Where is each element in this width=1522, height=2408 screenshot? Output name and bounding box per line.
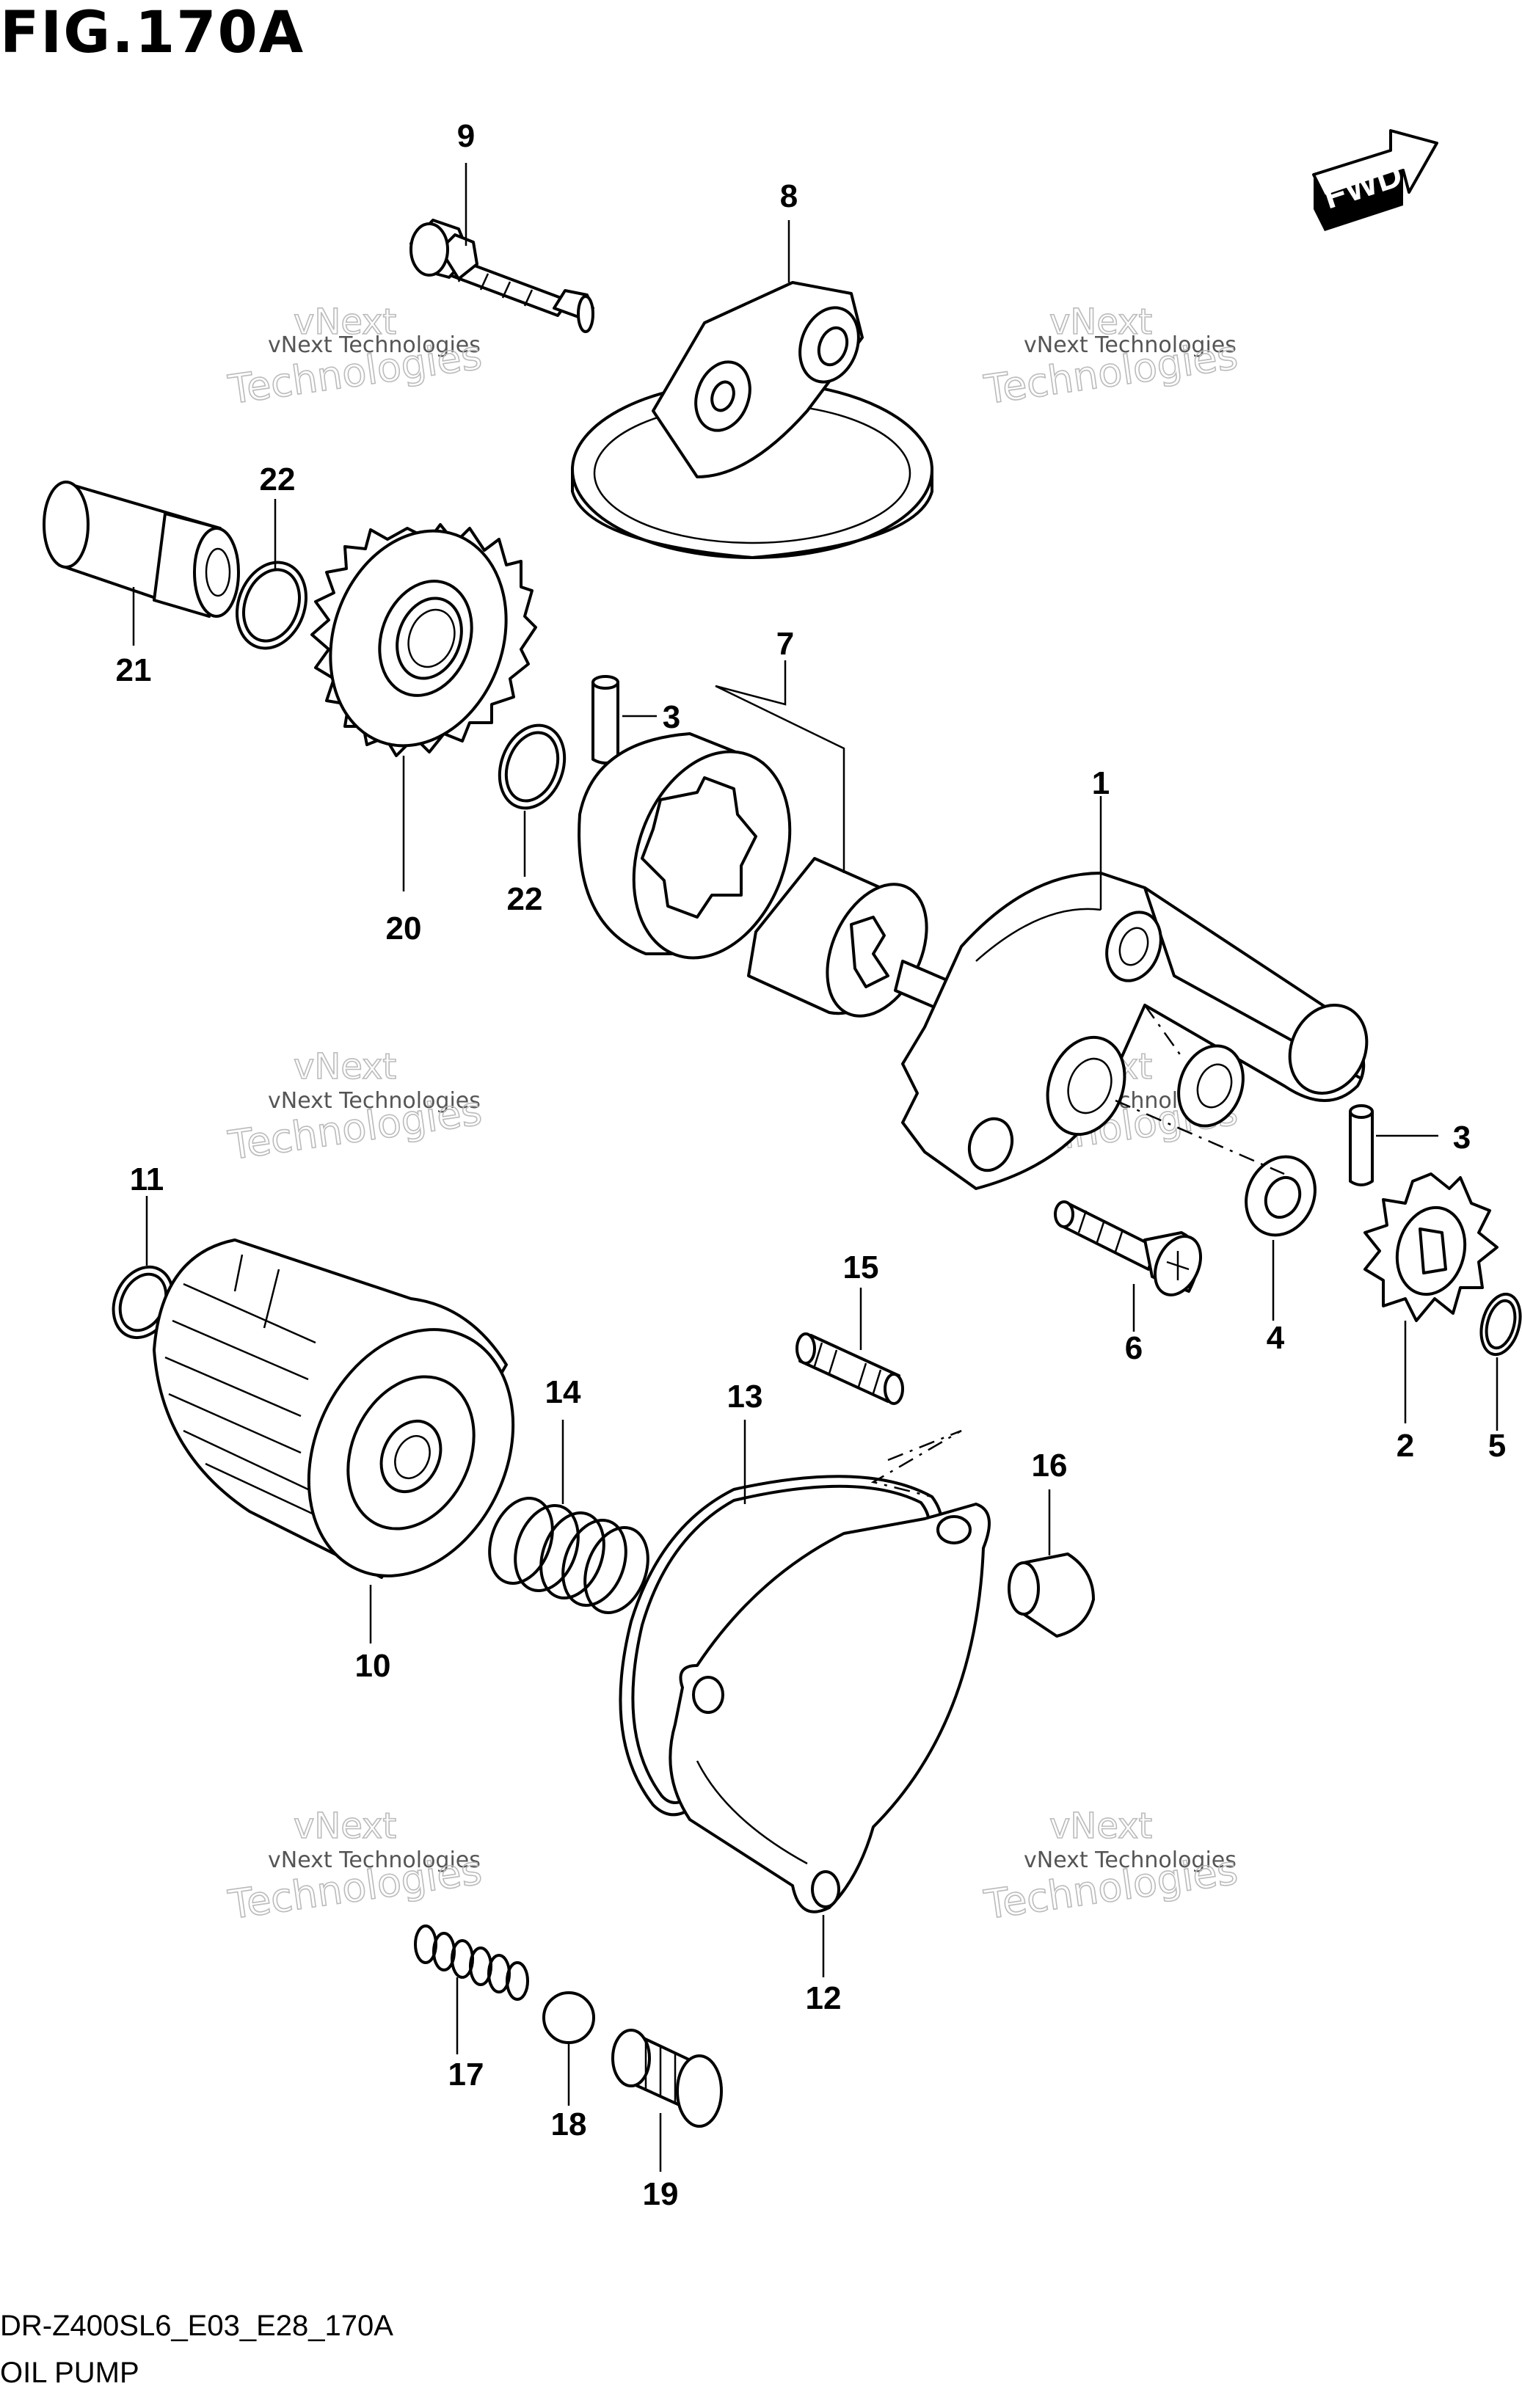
part-8-oil-filter-cap — [571, 281, 933, 559]
svg-text:vNext: vNext — [294, 1046, 396, 1087]
part-7-rotor-set — [578, 732, 928, 1018]
part-18-steel-ball — [542, 1991, 595, 2044]
part-1-pump-body — [894, 872, 1369, 1190]
svg-text:vNext Technologies: vNext Technologies — [1024, 1847, 1237, 1873]
callout-17: 17 — [448, 2057, 484, 2093]
callout-20: 20 — [386, 911, 422, 946]
figure-title: FIG.170A — [0, 0, 305, 66]
svg-text:vNext: vNext — [294, 302, 396, 343]
part-14-spring — [488, 1496, 649, 1615]
part-number-labels: 9 8 22 21 7 3 20 22 1 3 11 15 6 4 2 5 14… — [116, 118, 1507, 2212]
part-19-plug — [611, 2029, 723, 2128]
part-3-dowel-pin — [591, 675, 619, 765]
svg-text:vNext: vNext — [1049, 302, 1152, 343]
part-4-washer — [1245, 1155, 1317, 1237]
part-12-oil-pump-cover — [669, 1503, 991, 1913]
svg-text:vNext Technologies: vNext Technologies — [268, 1847, 481, 1873]
part-3-dowel-pin-right — [1349, 1104, 1374, 1186]
callout-3-right: 3 — [1453, 1120, 1471, 1156]
part-15-stud-bolt — [795, 1332, 904, 1405]
callout-21: 21 — [116, 652, 152, 688]
callout-10: 10 — [355, 1648, 391, 1684]
callout-4: 4 — [1267, 1320, 1285, 1356]
part-9-bolt — [409, 219, 594, 333]
part-17-spring — [414, 1924, 529, 2001]
watermark-top-right: vNext vNext Technologies Technologies — [980, 301, 1241, 414]
svg-text:vNext: vNext — [294, 1806, 396, 1847]
svg-text:vNext Technologies: vNext Technologies — [268, 1088, 481, 1114]
watermark-bottom-left: vNext vNext Technologies Technologies — [225, 1805, 485, 1929]
callout-1: 1 — [1092, 765, 1110, 801]
callout-15: 15 — [843, 1249, 879, 1285]
svg-text:vNext: vNext — [1049, 1806, 1152, 1847]
callout-2: 2 — [1397, 1428, 1414, 1464]
part-22-circlip — [235, 561, 308, 650]
callout-16: 16 — [1032, 1448, 1068, 1484]
watermark-bottom-right: vNext vNext Technologies Technologies — [980, 1805, 1241, 1929]
callout-11: 11 — [130, 1161, 164, 1197]
part-10-oil-filter — [153, 1238, 515, 1579]
callout-7: 7 — [776, 626, 794, 662]
part-20-driven-gear — [310, 523, 537, 757]
part-2-drive-gear — [1363, 1172, 1499, 1322]
forward-arrow-icon: FWD — [1312, 129, 1438, 231]
watermark-mid-left: vNext vNext Technologies Technologies — [225, 1046, 485, 1170]
callout-13: 13 — [727, 1379, 763, 1415]
watermark-top-left: vNext vNext Technologies Technologies — [225, 301, 485, 414]
figure-code: DR-Z400SL6_E03_E28_170A — [0, 2310, 393, 2342]
figure-name: OIL PUMP — [0, 2357, 139, 2389]
svg-text:vNext Technologies: vNext Technologies — [1024, 332, 1237, 358]
leader-lines — [132, 163, 1499, 2172]
callout-8: 8 — [780, 178, 798, 214]
part-21-shaft — [43, 481, 240, 618]
part-6-screw — [1054, 1200, 1202, 1296]
callout-18: 18 — [551, 2106, 587, 2142]
callout-9: 9 — [457, 118, 475, 154]
callout-19: 19 — [643, 2176, 679, 2212]
callout-3: 3 — [663, 699, 680, 735]
callout-6: 6 — [1125, 1330, 1143, 1366]
part-16-cap-nut — [1008, 1553, 1095, 1638]
callout-14: 14 — [545, 1374, 581, 1410]
callout-12: 12 — [806, 1980, 842, 2016]
part-5-clip — [1479, 1292, 1522, 1357]
callout-22: 22 — [260, 461, 296, 497]
part-22-circlip-lower — [498, 723, 567, 810]
callout-22-lower: 22 — [507, 881, 543, 917]
svg-text:vNext Technologies: vNext Technologies — [268, 332, 481, 358]
callout-5: 5 — [1488, 1428, 1506, 1464]
